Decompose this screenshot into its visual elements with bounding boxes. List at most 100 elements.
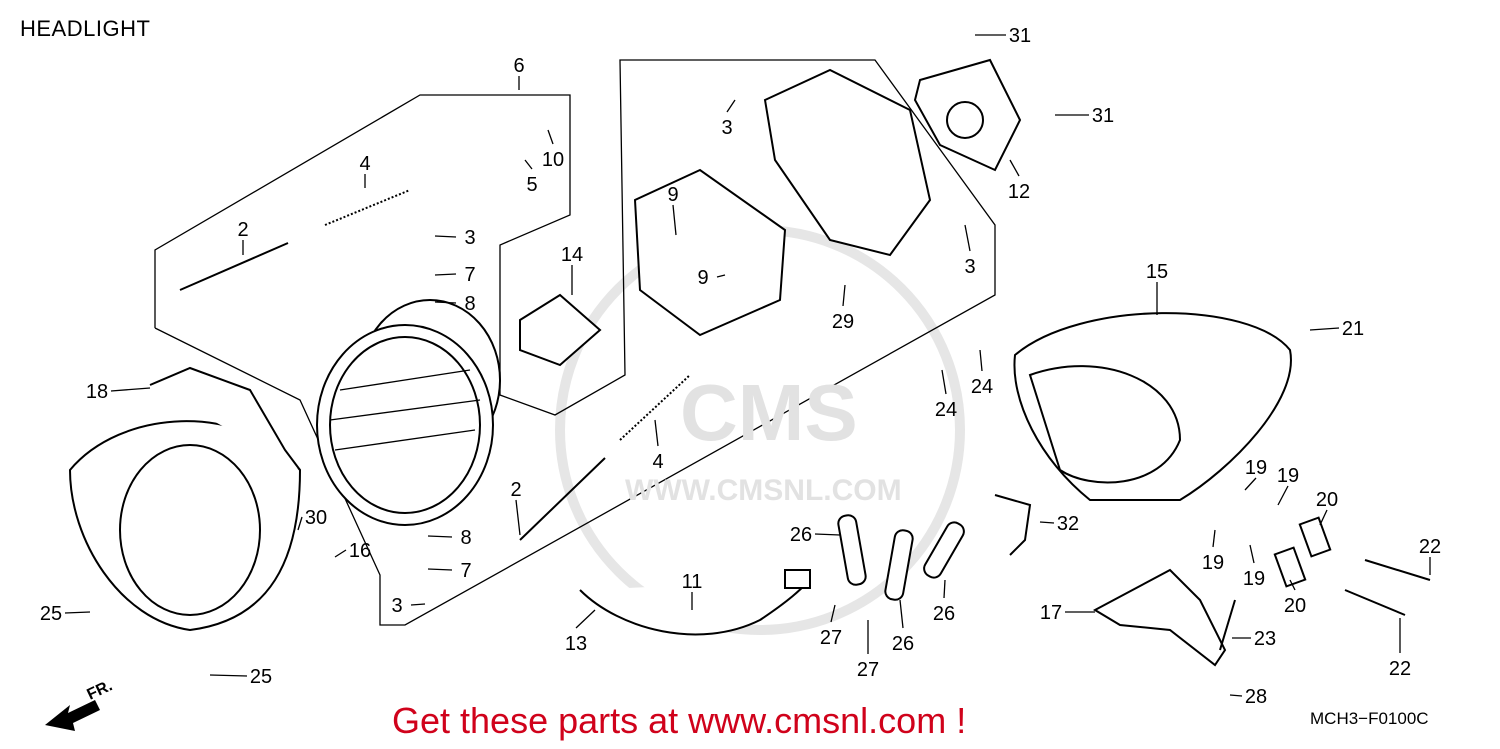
leader-line bbox=[110, 387, 151, 392]
callout-15[interactable]: 15 bbox=[1146, 261, 1168, 315]
callout-32[interactable]: 32 bbox=[1039, 513, 1079, 535]
callout-number: 19 bbox=[1243, 568, 1265, 590]
callout-3[interactable]: 3 bbox=[964, 224, 976, 278]
callout-9[interactable]: 9 bbox=[697, 267, 726, 289]
callout-2[interactable]: 2 bbox=[237, 219, 249, 255]
callout-25[interactable]: 25 bbox=[209, 666, 272, 688]
leader-line bbox=[1039, 521, 1055, 524]
callout-17[interactable]: 17 bbox=[1040, 602, 1095, 624]
callout-7[interactable]: 7 bbox=[427, 560, 472, 582]
callout-number: 3 bbox=[964, 256, 975, 278]
callout-number: 9 bbox=[697, 267, 708, 289]
connector bbox=[784, 569, 811, 589]
callout-3[interactable]: 3 bbox=[434, 227, 476, 249]
leader-line bbox=[1009, 159, 1020, 177]
leader-line bbox=[941, 369, 947, 395]
callout-3[interactable]: 3 bbox=[391, 595, 426, 617]
callout-number: 30 bbox=[305, 507, 327, 529]
callout-19[interactable]: 19 bbox=[1202, 529, 1224, 574]
callout-26[interactable]: 26 bbox=[933, 579, 955, 625]
callout-number: 7 bbox=[460, 560, 471, 582]
callout-number: 5 bbox=[526, 174, 537, 196]
callout-6[interactable]: 6 bbox=[513, 55, 525, 90]
diagram-code: MCH3−F0100C bbox=[1310, 709, 1429, 728]
callout-27[interactable]: 27 bbox=[820, 604, 842, 649]
callout-4[interactable]: 4 bbox=[652, 419, 664, 473]
callout-31[interactable]: 31 bbox=[1055, 105, 1114, 127]
callout-13[interactable]: 13 bbox=[565, 609, 596, 655]
callout-19[interactable]: 19 bbox=[1244, 457, 1267, 491]
leader-line bbox=[654, 419, 659, 447]
callout-number: 27 bbox=[857, 659, 879, 681]
callout-number: 19 bbox=[1277, 465, 1299, 487]
promo-link[interactable]: Get these parts at www.cmsnl.com ! bbox=[392, 700, 967, 741]
callout-number: 13 bbox=[565, 633, 587, 655]
callout-number: 28 bbox=[1245, 686, 1267, 708]
callout-27[interactable]: 27 bbox=[857, 620, 879, 681]
callout-12[interactable]: 12 bbox=[1008, 159, 1030, 203]
callout-19[interactable]: 19 bbox=[1277, 465, 1299, 506]
front-direction-arrow: FR. bbox=[45, 677, 115, 731]
callout-number: 25 bbox=[250, 666, 272, 688]
leader-line bbox=[64, 611, 91, 614]
callout-24[interactable]: 24 bbox=[971, 349, 993, 398]
leader-line bbox=[515, 499, 521, 536]
callout-30[interactable]: 30 bbox=[297, 507, 327, 531]
callout-28[interactable]: 28 bbox=[1229, 686, 1267, 708]
callout-number: 20 bbox=[1316, 489, 1338, 511]
leader-line bbox=[1249, 544, 1255, 564]
callout-9[interactable]: 9 bbox=[667, 184, 679, 236]
leader-line bbox=[842, 284, 846, 307]
callout-14[interactable]: 14 bbox=[561, 244, 583, 295]
callout-number: 3 bbox=[464, 227, 475, 249]
callout-number: 7 bbox=[464, 264, 475, 286]
leader-line bbox=[814, 533, 841, 536]
leader-line bbox=[1244, 477, 1257, 491]
callout-number: 19 bbox=[1202, 552, 1224, 574]
callout-number: 17 bbox=[1040, 602, 1062, 624]
leader-line bbox=[1319, 509, 1328, 526]
callout-4[interactable]: 4 bbox=[359, 153, 371, 188]
callout-5[interactable]: 5 bbox=[524, 159, 538, 196]
callout-number: 8 bbox=[464, 293, 475, 315]
callout-22[interactable]: 22 bbox=[1389, 618, 1411, 680]
callout-19[interactable]: 19 bbox=[1243, 544, 1265, 590]
callout-number: 4 bbox=[652, 451, 663, 473]
callout-8[interactable]: 8 bbox=[434, 293, 476, 315]
callout-21[interactable]: 21 bbox=[1309, 318, 1364, 340]
callout-18[interactable]: 18 bbox=[86, 381, 151, 403]
leader-line bbox=[726, 99, 736, 113]
callout-31[interactable]: 31 bbox=[975, 25, 1031, 47]
leader-line bbox=[575, 609, 596, 629]
leader-line bbox=[434, 273, 457, 276]
leader-line bbox=[1289, 579, 1296, 591]
callout-number: 3 bbox=[391, 595, 402, 617]
leader-line bbox=[547, 129, 554, 145]
callout-16[interactable]: 16 bbox=[334, 540, 371, 562]
callout-23[interactable]: 23 bbox=[1232, 628, 1276, 650]
callout-29[interactable]: 29 bbox=[832, 284, 854, 333]
callout-8[interactable]: 8 bbox=[427, 527, 472, 549]
headlight-housing bbox=[763, 68, 932, 257]
headlight-rim bbox=[68, 420, 302, 632]
callout-number: 11 bbox=[682, 571, 703, 593]
callout-25[interactable]: 25 bbox=[40, 603, 91, 625]
leader-line bbox=[943, 579, 946, 599]
bolt-2b bbox=[519, 457, 606, 541]
callout-7[interactable]: 7 bbox=[434, 264, 476, 286]
leader-line bbox=[899, 599, 904, 629]
callout-11[interactable]: 11 bbox=[682, 571, 703, 610]
callout-number: 4 bbox=[359, 153, 370, 175]
callout-20[interactable]: 20 bbox=[1284, 579, 1306, 617]
callout-2[interactable]: 2 bbox=[510, 479, 522, 536]
callout-10[interactable]: 10 bbox=[542, 129, 564, 171]
callout-26[interactable]: 26 bbox=[790, 524, 841, 546]
leader-line bbox=[209, 674, 248, 677]
leader-line bbox=[427, 568, 453, 571]
callout-24[interactable]: 24 bbox=[935, 369, 957, 421]
callout-20[interactable]: 20 bbox=[1316, 489, 1338, 526]
callout-26[interactable]: 26 bbox=[892, 599, 914, 655]
callout-22[interactable]: 22 bbox=[1419, 536, 1441, 575]
callout-number: 8 bbox=[460, 527, 471, 549]
callout-3[interactable]: 3 bbox=[721, 99, 736, 139]
